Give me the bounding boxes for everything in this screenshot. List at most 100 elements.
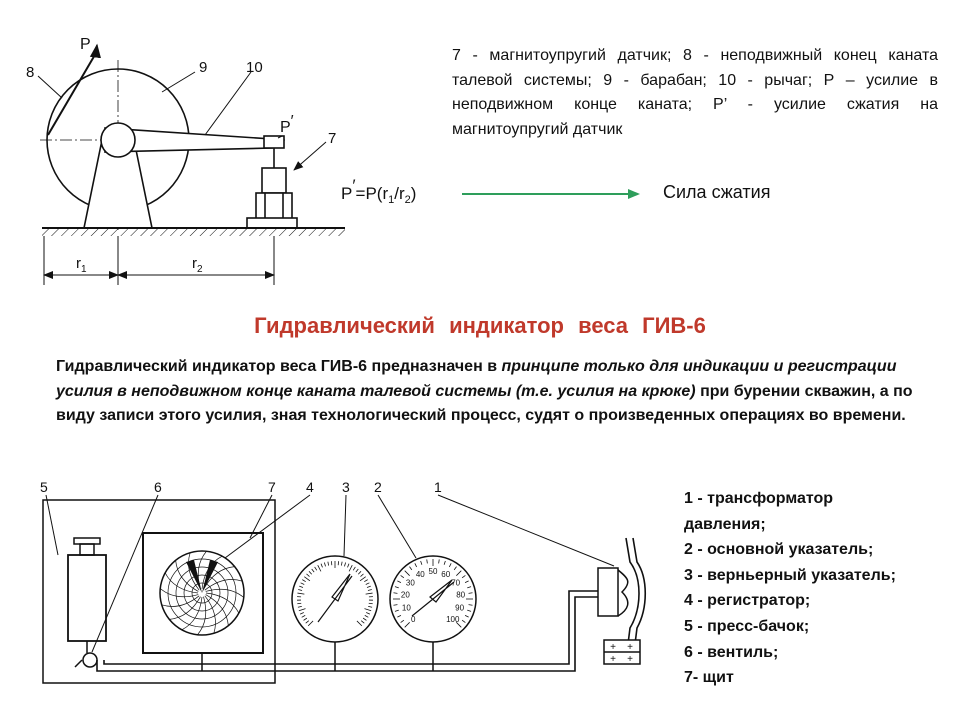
drum-sensor-diagram: 8 9 10 7 P P′ P′=P(r1/r2) r1 r2 [26, 36, 416, 285]
gauge-tick [317, 564, 322, 572]
plus-sign: + [627, 642, 633, 653]
gauge-tick [426, 559, 428, 564]
plus-sign: + [610, 654, 616, 665]
plus-sign: + [610, 642, 616, 653]
gauge-tick [302, 579, 306, 583]
gauge-number: 60 [441, 570, 450, 579]
force-label: Сила сжатия [663, 182, 771, 202]
gauge-tick [365, 582, 370, 585]
legend-item: 7- щит [684, 669, 734, 687]
chart-ring [167, 558, 237, 628]
gauge-number: 50 [429, 567, 438, 576]
gauge-number: 0 [411, 615, 416, 624]
gauge-tick [400, 575, 405, 579]
gauge-tick [364, 615, 369, 618]
p-prime-marker: P′ [280, 113, 294, 136]
gauge-tick [464, 580, 469, 584]
rope-fixed-end [47, 52, 97, 136]
gauge-tick [356, 620, 363, 627]
gauge-tick [297, 602, 302, 605]
gauge-tick [364, 579, 368, 583]
gauge-tick [357, 571, 362, 575]
gauge-tick [448, 563, 452, 568]
callout-10: 10 [246, 59, 263, 76]
recorder [142, 532, 264, 654]
valve [82, 652, 98, 668]
gauge-tick [394, 586, 399, 589]
gauge-tick [299, 585, 304, 588]
chart-arc [181, 596, 203, 631]
description-paragraph: Гидравлический индикатор веса ГИВ-6 пред… [56, 355, 922, 429]
gauge-tick [461, 575, 466, 579]
gauge-tick [366, 585, 371, 588]
gauge-tick [404, 622, 410, 628]
chart-arc [205, 592, 240, 614]
callout-7: 7 [268, 479, 276, 495]
gauge-number: 80 [456, 591, 465, 600]
gauge-tick [367, 589, 372, 591]
gauge-tick [468, 604, 473, 606]
recorder-pen [186, 560, 202, 593]
chart-ring [191, 582, 213, 604]
gauge-tick [297, 592, 305, 595]
pressure-transformer [597, 567, 619, 617]
legend-item: 1 - трансформатор [684, 490, 834, 507]
gauge-tick [298, 589, 303, 591]
panel-board [42, 499, 276, 684]
gauge-tick [320, 563, 323, 568]
gauge-tick [467, 609, 472, 612]
gauge-number: 30 [406, 579, 415, 588]
gauge-tick [397, 580, 402, 584]
gauge-tick [359, 576, 366, 582]
gauge-tick [414, 563, 418, 568]
gauge-number: 90 [455, 604, 464, 613]
chart-arc [161, 595, 200, 607]
callout-3: 3 [342, 479, 350, 495]
gauge-tick [307, 620, 314, 627]
gauge-tick [360, 573, 364, 577]
vernier-needle [317, 573, 353, 623]
chart-ring [175, 566, 229, 620]
chart-arc [197, 596, 207, 635]
gauge-tick [301, 615, 306, 618]
gauge-number: 100 [446, 615, 460, 624]
callout-2: 2 [374, 479, 382, 495]
press-tank [67, 554, 107, 642]
chart-arc [204, 579, 243, 591]
gauge-tick [347, 563, 350, 568]
chart-arc [204, 595, 216, 634]
gauge-tick [397, 614, 402, 618]
gauge-tick [364, 608, 372, 612]
formula: P′=P(r1/r2) [341, 176, 416, 206]
gauge-number: 10 [402, 604, 411, 613]
gauge-tick [409, 566, 413, 571]
gauge-tick [311, 568, 315, 573]
chart-arc [160, 588, 199, 598]
gauge-tick [308, 571, 313, 575]
callout-7: 7 [328, 130, 336, 147]
chart-arc [164, 572, 199, 594]
gauge-tick [299, 612, 304, 615]
gauge-tick [468, 592, 473, 594]
pressure-line [96, 596, 605, 672]
gauge-tick [344, 562, 346, 567]
gauge-tick [404, 570, 410, 576]
gauge-tick [453, 566, 457, 571]
gauge-number: 20 [401, 591, 410, 600]
legend-item: 5 - пресс-бачок; [684, 617, 810, 635]
gauge-number: 40 [416, 570, 425, 579]
description-text: Гидравлический индикатор веса ГИВ-6 пред… [56, 358, 502, 375]
chart-arc [205, 594, 229, 626]
legend-item: давления; [684, 515, 766, 533]
gauge-tick [355, 568, 359, 573]
gauge-tick [400, 619, 405, 623]
legend-item: 6 - вентиль; [684, 643, 779, 661]
gauge-tick [456, 622, 462, 628]
gauge-tick [365, 592, 373, 595]
gauge-tick [461, 619, 466, 623]
dim-r2: r2 [192, 255, 203, 275]
compression-arrow [462, 189, 640, 199]
gauge-tick [420, 560, 423, 565]
